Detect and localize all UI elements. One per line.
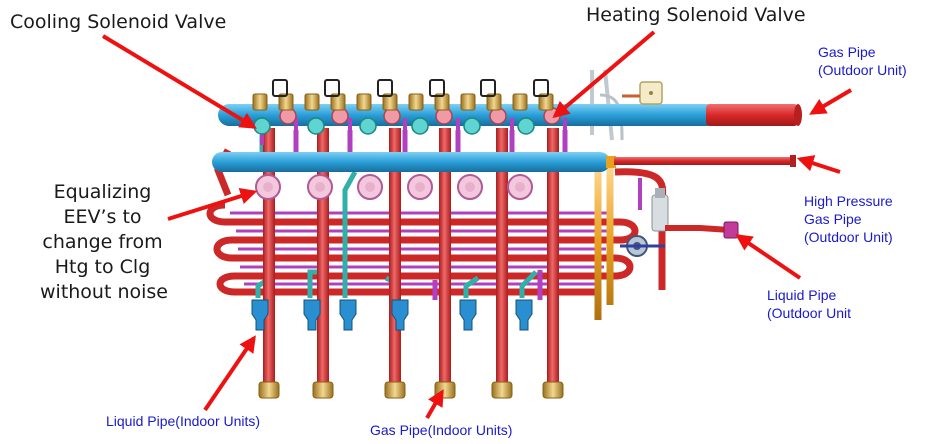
liquid-indoor-arrow	[205, 338, 254, 410]
high-pressure-arrow	[800, 159, 840, 172]
liquid-outdoor-arrow	[738, 236, 800, 278]
cooling-valve-arrow	[103, 36, 254, 127]
high-pressure-gas-pipe-label: High Pressure Gas Pipe (Outdoor Unit)	[804, 192, 893, 246]
high-pressure-gas-header	[212, 152, 796, 172]
gas-pipe-outdoor-arrow	[812, 90, 851, 113]
heating-valve-arrow	[555, 32, 654, 116]
liquid-pipe-outdoor-label: Liquid Pipe (Outdoor Unit	[767, 286, 851, 322]
control-box	[622, 82, 662, 104]
cooling-solenoid-valve-label: Cooling Solenoid Valve	[10, 10, 226, 35]
gas-pipe-outdoor-label: Gas Pipe (Outdoor Unit)	[818, 43, 907, 79]
equalizing-eev-label: Equalizing EEV’s to change from Htg to C…	[40, 180, 165, 305]
gas-indoor-arrow	[427, 392, 442, 418]
heating-solenoid-valve-label: Heating Solenoid Valve	[586, 3, 806, 28]
liquid-pipe-indoor-label: Liquid Pipe(Indoor Units)	[106, 412, 260, 430]
gas-pipe-indoor-label: Gas Pipe(Indoor Units)	[370, 421, 512, 439]
